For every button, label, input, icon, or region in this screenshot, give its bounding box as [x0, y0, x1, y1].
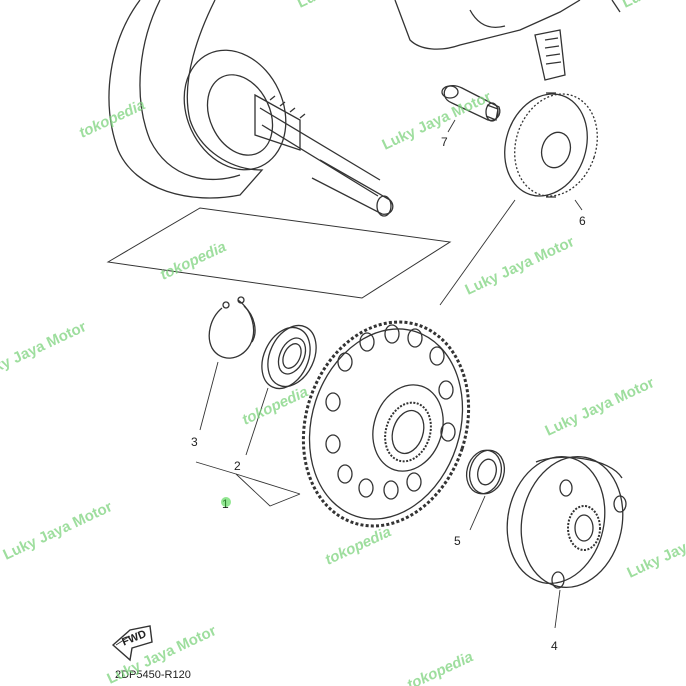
part-2-bearing	[261, 324, 317, 390]
part-label-6: 6	[579, 214, 586, 228]
leader-6	[439, 199, 516, 306]
part-label-7: 7	[441, 135, 448, 149]
watermark-marketplace: tokopedia	[405, 648, 476, 686]
watermark-marketplace: tokopedia	[240, 383, 311, 428]
starter-motor	[394, 0, 621, 81]
watermark-shop: Luky Jaya Motor	[463, 233, 578, 298]
part-1-starter-gear	[301, 320, 471, 528]
watermark-shop: Luky Jaya Motor	[1, 498, 116, 563]
watermark-marketplace: tokopedia	[323, 523, 394, 568]
watermark-shop: Luky Jaya Motor	[625, 516, 686, 581]
highlight-marker	[221, 497, 231, 507]
watermark-marketplace: tokopedia	[77, 96, 148, 141]
part-label-5: 5	[454, 534, 461, 548]
part-label-2: 2	[234, 459, 241, 473]
leader-lines	[195, 119, 583, 629]
subassembly-frame	[106, 207, 452, 299]
watermark-shop: Luky Jaya Motor	[0, 318, 89, 383]
part-label-3: 3	[191, 435, 198, 449]
watermark-shop: Luky Jaya Motor	[295, 0, 410, 12]
watermark-shop: Luky Jaya Motor	[543, 374, 658, 439]
fwd-arrow-icon	[111, 625, 153, 662]
part-4-clutch	[506, 455, 627, 589]
watermark-shop: Luky Jaya Motor	[620, 0, 686, 12]
fwd-label: FWD	[120, 628, 148, 649]
part-6-idler-gear	[504, 92, 598, 198]
part-7-shaft	[441, 84, 501, 122]
part-5-washer	[465, 449, 506, 495]
part-3-circlip	[208, 296, 256, 359]
crankcase-assembly	[108, 0, 394, 217]
part-label-4: 4	[551, 639, 558, 653]
catalog-code: 2DP5450-R120	[115, 669, 191, 681]
watermark-marketplace: tokopedia	[158, 238, 229, 283]
watermark-shop: Luky Jaya Motor	[380, 88, 495, 153]
